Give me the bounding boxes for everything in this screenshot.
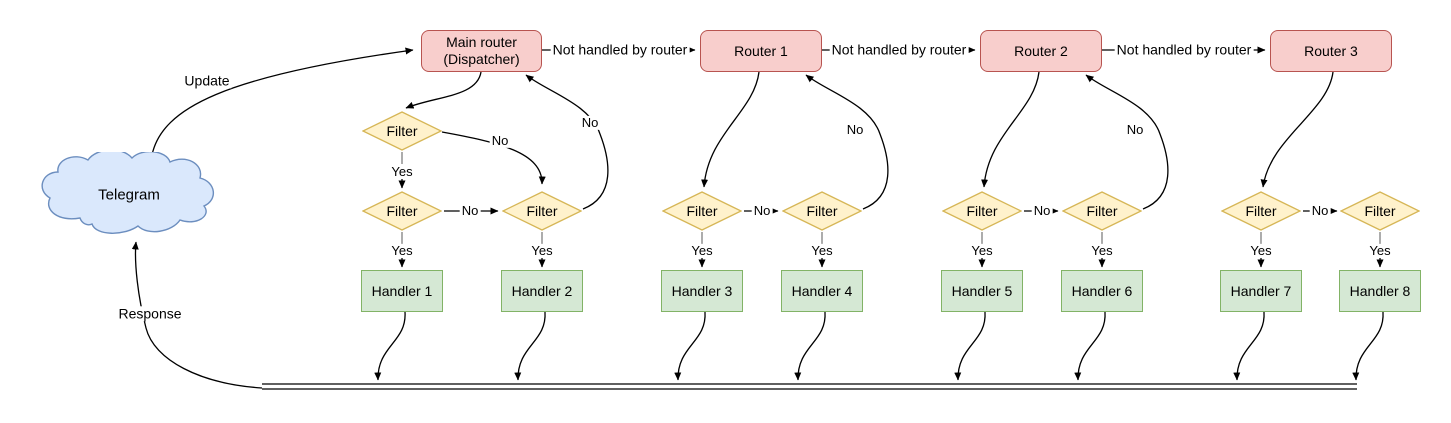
filter-diamond-1: Filter [362, 191, 442, 231]
filter-label: Filter [526, 203, 558, 219]
filter-diamond-top: Filter [362, 111, 442, 151]
filter-diamond-4: Filter [782, 191, 862, 231]
edge-handler1-out [374, 311, 406, 381]
router-1-box: Router 1 [700, 30, 822, 72]
handler-3-label: Handler 3 [671, 282, 733, 299]
yes-label: Yes [689, 242, 715, 259]
yes-label: Yes [809, 242, 835, 259]
handler-4-box: Handler 4 [781, 270, 863, 312]
filter-diamond-7: Filter [1221, 191, 1301, 231]
router-2-box: Router 2 [980, 30, 1102, 72]
no-label: No [489, 132, 511, 149]
filter-label: Filter [1364, 203, 1396, 219]
filter-label: Filter [386, 123, 418, 139]
filter-label: Filter [1245, 203, 1277, 219]
edge-handler5-out [954, 311, 986, 381]
no-label: No [1031, 202, 1053, 219]
filter-diamond-3: Filter [662, 191, 742, 231]
handler-2-label: Handler 2 [511, 282, 573, 299]
no-label: No [459, 202, 481, 219]
handler-5-label: Handler 5 [951, 282, 1013, 299]
edge-fG-no-to-r2 [1085, 74, 1169, 210]
no-label: No [1124, 121, 1146, 138]
router-1-label: Router 1 [734, 42, 788, 59]
handler-8-label: Handler 8 [1349, 282, 1411, 299]
edge-fA-no-to-fC [441, 131, 546, 185]
filter-label: Filter [806, 203, 838, 219]
yes-label: Yes [389, 163, 415, 180]
edge-update [151, 47, 414, 156]
main-router-box: Main router (Dispatcher) [421, 30, 542, 72]
filter-diamond-6: Filter [1062, 191, 1142, 231]
handler-7-label: Handler 7 [1230, 282, 1292, 299]
handler-8-box: Handler 8 [1339, 270, 1421, 312]
handler-2-box: Handler 2 [501, 270, 583, 312]
yes-label: Yes [969, 242, 995, 259]
filter-diamond-2: Filter [502, 191, 582, 231]
no-label: No [844, 121, 866, 138]
handler-4-label: Handler 4 [791, 282, 853, 299]
edge-handler3-out [674, 311, 706, 381]
yes-label: Yes [1367, 242, 1393, 259]
update-label: Update [182, 72, 232, 89]
edges [131, 46, 1384, 390]
no-label: No [751, 202, 773, 219]
edge-r1-to-filter [701, 71, 760, 188]
not-handled-label-2: Not handled by router [829, 41, 969, 58]
no-label: No [1309, 202, 1331, 219]
not-handled-label-1: Not handled by router [550, 41, 690, 58]
filter-diamond-5: Filter [942, 191, 1022, 231]
filter-label: Filter [1086, 203, 1118, 219]
yes-label: Yes [389, 242, 415, 259]
telegram-label: Telegram [98, 186, 160, 204]
handler-3-box: Handler 3 [661, 270, 743, 312]
edge-r3-to-filter [1260, 71, 1334, 188]
filter-diamond-8: Filter [1340, 191, 1420, 231]
filter-label: Filter [686, 203, 718, 219]
edge-main-to-filter [405, 71, 482, 109]
edge-handler4-out [794, 311, 826, 381]
cloud-icon [41, 149, 214, 234]
edge-handler2-out [514, 311, 546, 381]
router-3-box: Router 3 [1270, 30, 1392, 72]
edge-fC-no-to-main [525, 74, 609, 210]
handler-6-label: Handler 6 [1071, 282, 1133, 299]
not-handled-label-3: Not handled by router [1114, 41, 1254, 58]
handler-5-box: Handler 5 [941, 270, 1023, 312]
edge-handler8-out [1352, 311, 1384, 381]
telegram-cloud: Telegram [40, 149, 218, 234]
filter-label: Filter [386, 203, 418, 219]
edge-r2-to-filter [981, 71, 1040, 188]
filter-label: Filter [966, 203, 998, 219]
handler-6-box: Handler 6 [1061, 270, 1143, 312]
router-2-label: Router 2 [1014, 42, 1068, 59]
response-label: Response [116, 305, 184, 322]
handler-1-label: Handler 1 [371, 282, 433, 299]
handler-1-box: Handler 1 [361, 270, 443, 312]
yes-label: Yes [1248, 242, 1274, 259]
router-3-label: Router 3 [1304, 42, 1358, 59]
edge-handler6-out [1074, 311, 1106, 381]
no-label: No [579, 114, 601, 131]
yes-label: Yes [529, 242, 555, 259]
edge-handler7-out [1233, 311, 1265, 381]
edge-fE-no-to-r1 [805, 74, 889, 210]
edge-response [131, 241, 263, 389]
yes-label: Yes [1089, 242, 1115, 259]
handler-7-box: Handler 7 [1220, 270, 1302, 312]
main-router-label: Main router (Dispatcher) [443, 34, 520, 67]
